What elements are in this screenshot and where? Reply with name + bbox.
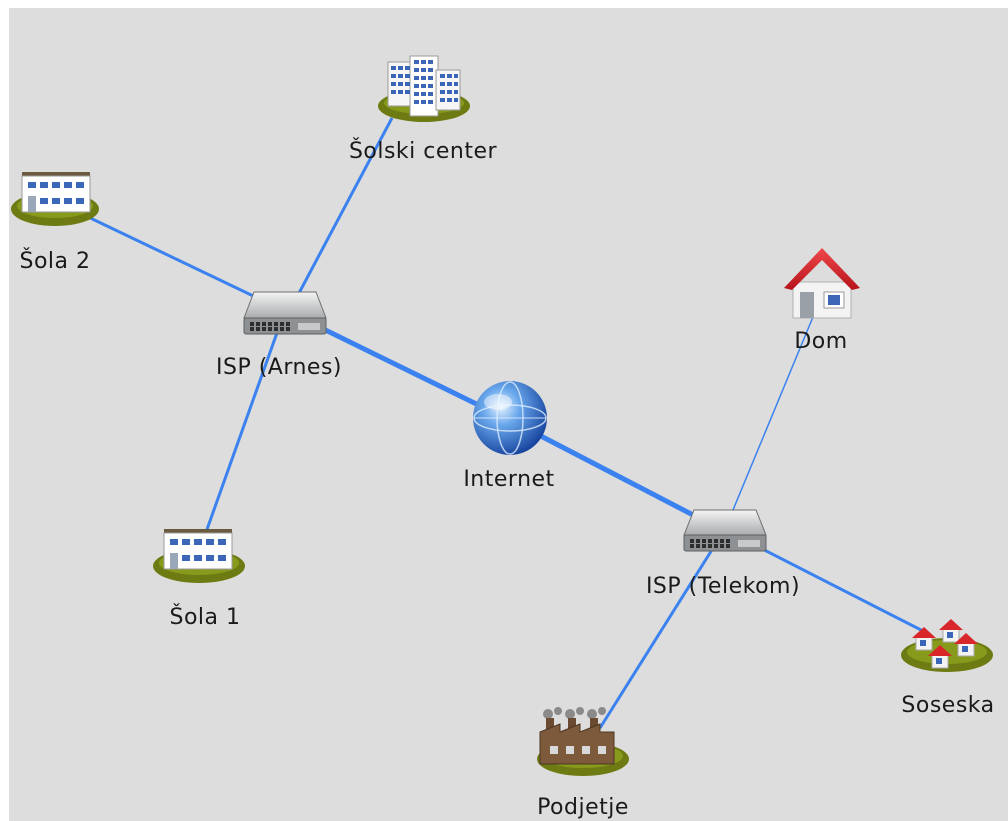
node-isp-telekom[interactable]: ISP (Telekom) (646, 509, 800, 599)
node-label: Internet (463, 467, 554, 492)
link-internet-telekom[interactable] (508, 417, 724, 533)
link-arnes-internet[interactable] (303, 317, 507, 421)
link-telekom-dom[interactable] (732, 299, 821, 511)
node-label: Šolski center (349, 138, 498, 164)
node-sola2[interactable]: Šola 2 (11, 172, 99, 274)
globe-icon (473, 381, 547, 455)
node-soseska[interactable]: Soseska (901, 619, 995, 718)
network-switch-icon (683, 509, 767, 552)
node-label: Podjetje (537, 795, 629, 820)
node-dom[interactable]: Dom (784, 248, 860, 354)
node-label: Šola 2 (19, 248, 90, 274)
node-podjetje[interactable]: Podjetje (537, 707, 629, 820)
network-switch-icon (243, 291, 327, 335)
node-label: Dom (794, 329, 847, 354)
school-building-icon (153, 529, 245, 583)
node-sola1[interactable]: Šola 1 (153, 529, 245, 630)
network-diagram-canvas: Šolski center Šola 2 ISP (Arnes) (9, 8, 1008, 821)
house-icon (784, 248, 860, 319)
node-solski-center[interactable]: Šolski center (349, 55, 498, 164)
school-building-icon (11, 172, 99, 226)
link-arnes-solski-center[interactable] (296, 117, 394, 296)
node-label: Soseska (901, 693, 994, 718)
link-arnes-sola2[interactable] (83, 213, 269, 305)
office-building-icon (378, 55, 470, 122)
node-label: ISP (Arnes) (216, 355, 342, 380)
node-label: Šola 1 (169, 604, 240, 630)
network-diagram: Šolski center Šola 2 ISP (Arnes) (11, 55, 995, 820)
node-internet[interactable]: Internet (463, 381, 554, 492)
neighborhood-houses-icon (901, 619, 993, 672)
node-isp-arnes[interactable]: ISP (Arnes) (216, 291, 342, 380)
link-arnes-sola1[interactable] (203, 329, 280, 536)
factory-icon (537, 707, 629, 776)
node-label: ISP (Telekom) (646, 574, 800, 599)
link-telekom-podjetje[interactable] (598, 544, 717, 729)
